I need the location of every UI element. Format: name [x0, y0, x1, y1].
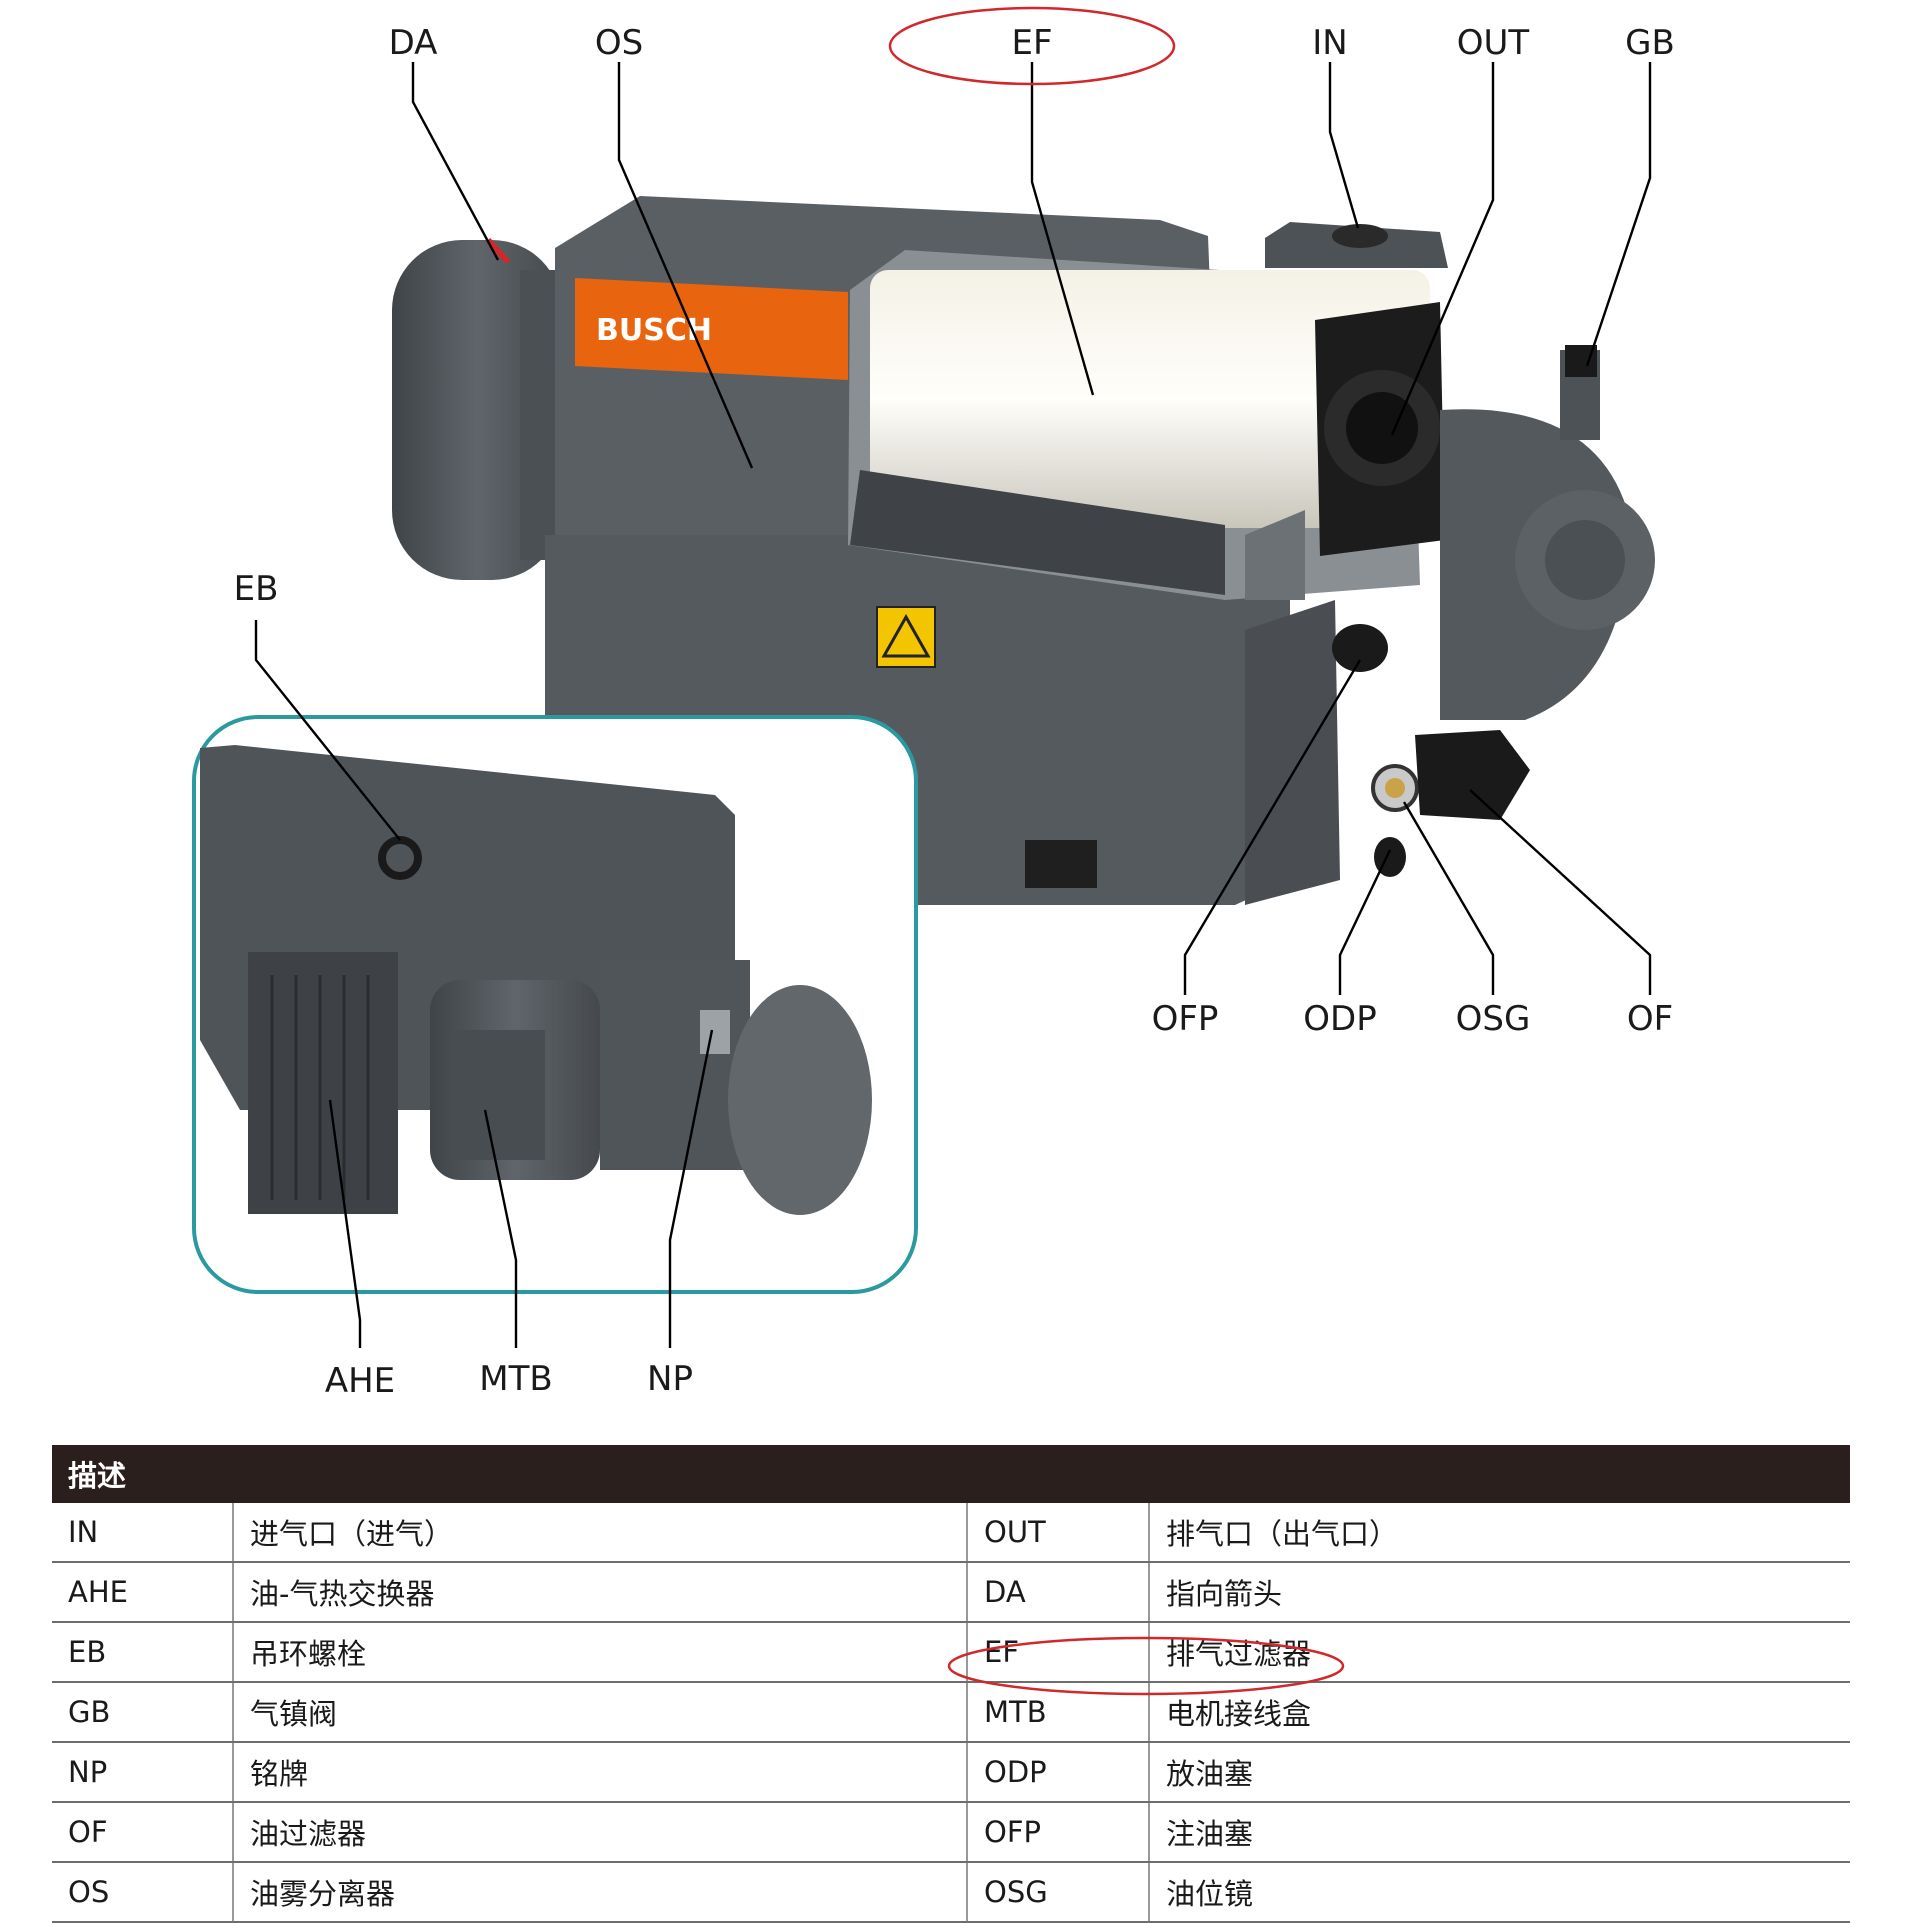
exhaust-filter-element [870, 270, 1430, 528]
legend-code: IN [52, 1503, 233, 1563]
inlet-port [1265, 222, 1448, 268]
leader-np [668, 1029, 714, 1348]
busch-logo: BUSCH [575, 278, 848, 380]
legend-code: OSG [966, 1862, 1149, 1923]
callout-ef: EF [1011, 23, 1052, 63]
legend-code: NP [52, 1742, 233, 1803]
legend-code: OUT [966, 1503, 1149, 1563]
leader-eb [254, 620, 401, 841]
callout-da: DA [389, 23, 438, 63]
legend-code: OF [52, 1802, 233, 1863]
inset-detail [192, 715, 918, 1294]
legend-desc: 排气过滤器 [1148, 1622, 1850, 1683]
callout-gb: GB [1625, 23, 1675, 63]
leader-ahe [328, 1099, 362, 1348]
table-row: OS 油雾分离器 OSG 油位镜 [52, 1862, 1850, 1923]
leader-of [1469, 789, 1652, 995]
oil-fill-plug [1332, 624, 1388, 672]
legend-code: MTB [966, 1682, 1149, 1743]
callout-odp: ODP [1303, 999, 1376, 1039]
legend-desc: 进气口（进气） [232, 1503, 967, 1563]
legend-desc: 油-气热交换器 [232, 1562, 967, 1623]
callout-out: OUT [1457, 23, 1530, 63]
leader-da [411, 62, 500, 261]
legend-code: OS [52, 1862, 233, 1923]
nameplate [700, 1010, 730, 1054]
table-row: AHE 油-气热交换器 DA 指向箭头 [52, 1562, 1850, 1623]
callout-np: NP [647, 1359, 693, 1399]
callout-mtb: MTB [479, 1359, 552, 1399]
callout-labels: DA OS EF IN OUT GB EB OFP ODP OSG OF AHE… [234, 23, 1675, 1401]
legend-desc: 注油塞 [1148, 1802, 1850, 1863]
legend-desc: 指向箭头 [1148, 1562, 1850, 1623]
legend-desc: 排气口（出气口） [1148, 1503, 1850, 1563]
busch-logo-text: BUSCH [596, 313, 712, 348]
table-row: OF 油过滤器 OFP 注油塞 [52, 1802, 1850, 1863]
table-row: NP 铭牌 ODP 放油塞 [52, 1742, 1850, 1803]
end-cover [1440, 345, 1655, 720]
legend-code: GB [52, 1682, 233, 1743]
leader-mtb [483, 1109, 518, 1348]
pump-diagram: BUSCH [192, 6, 1675, 1401]
legend-title: 描述 [52, 1445, 1850, 1503]
legend-desc: 吊环螺栓 [232, 1622, 967, 1683]
legend-code: AHE [52, 1562, 233, 1623]
legend-desc: 铭牌 [232, 1742, 967, 1803]
table-row: EB 吊环螺栓 EF 排气过滤器 [52, 1622, 1850, 1683]
cutaway [848, 250, 1430, 600]
legend-desc: 油位镜 [1148, 1862, 1850, 1923]
callout-os: OS [595, 23, 643, 63]
leader-os [617, 62, 754, 469]
legend-header-row: 描述 [52, 1445, 1850, 1503]
ef-highlight-ellipse [888, 6, 1176, 86]
legend-table: 描述 IN 进气口（进气） OUT 排气口（出气口） AHE 油-气热交换器 D… [52, 1445, 1850, 1923]
leader-lines [254, 62, 1652, 1348]
legend-desc: 油雾分离器 [232, 1862, 967, 1923]
legend-desc: 放油塞 [1148, 1742, 1850, 1803]
leader-ofp [1183, 659, 1362, 995]
leader-odp [1338, 849, 1392, 995]
callout-in: IN [1312, 23, 1347, 63]
legend-code: EF [966, 1622, 1149, 1683]
legend-code: ODP [966, 1742, 1149, 1803]
outlet-flange [1315, 302, 1445, 556]
legend-desc: 电机接线盒 [1148, 1682, 1850, 1743]
legend-code: DA [966, 1562, 1149, 1623]
table-row: IN 进气口（进气） OUT 排气口（出气口） [52, 1503, 1850, 1563]
leader-osg [1402, 801, 1495, 995]
motor-terminal-box [450, 1030, 545, 1160]
leader-in [1328, 62, 1360, 229]
oil-filter [1415, 730, 1530, 820]
legend-code: OFP [966, 1802, 1149, 1863]
callout-osg: OSG [1456, 999, 1531, 1039]
callout-of: OF [1627, 999, 1673, 1039]
leader-out [1390, 62, 1495, 436]
legend-desc: 油过滤器 [232, 1802, 967, 1863]
callout-ahe: AHE [325, 1361, 395, 1401]
table-row: GB 气镇阀 MTB 电机接线盒 [52, 1682, 1850, 1743]
leader-gb [1585, 62, 1652, 367]
callout-ofp: OFP [1152, 999, 1219, 1039]
hot-surface-warning-icon [876, 606, 936, 668]
legend-desc: 气镇阀 [232, 1682, 967, 1743]
leader-ef [1030, 62, 1095, 396]
callout-eb: EB [234, 569, 279, 609]
legend-code: EB [52, 1622, 233, 1683]
